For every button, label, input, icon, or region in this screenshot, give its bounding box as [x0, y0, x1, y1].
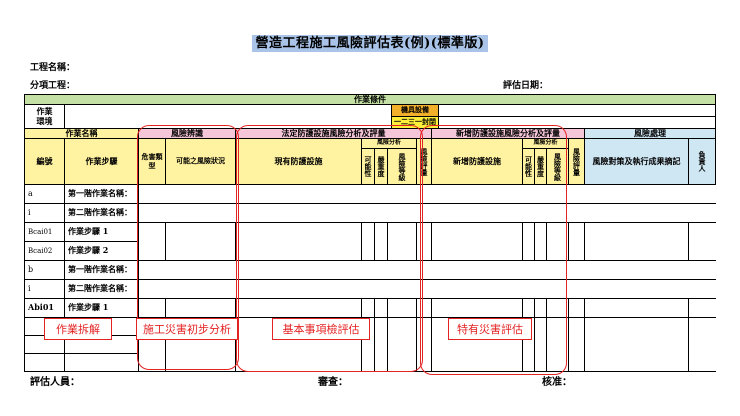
initial-analysis-outline — [137, 125, 239, 370]
special-hazard-label: 特有災害評估 — [448, 318, 532, 340]
column-divider — [522, 223, 523, 261]
risk-handling-header: 風險處理 — [585, 129, 716, 139]
column-divider — [546, 223, 547, 261]
row-step — [65, 336, 139, 354]
initial-analysis-label: 施工災害初步分析 — [136, 318, 238, 340]
column-divider — [688, 223, 689, 261]
row-step: 第二階作業名稱： — [65, 280, 139, 299]
column-divider — [374, 299, 375, 372]
row-code: a — [25, 185, 65, 204]
column-divider — [361, 223, 362, 261]
hazard-type-header: 危害類型 — [139, 139, 166, 185]
row-step: 第二階作業名稱： — [65, 204, 139, 223]
column-divider — [416, 223, 417, 261]
work-step-header: 作業步驟 — [65, 139, 139, 185]
column-divider — [584, 299, 585, 372]
new-protection-header: 新增防護設施風險分析及評量 — [432, 129, 585, 139]
risk-analysis-subheader-new: 風險分析 — [523, 139, 569, 149]
title-text: 營造工程施工風險評估表(例)(標準版) — [252, 35, 488, 52]
work-name-header: 作業名稱 — [25, 129, 139, 139]
code-header: 編號 — [25, 139, 65, 185]
column-divider — [387, 223, 388, 261]
row-divider — [139, 260, 716, 261]
column-divider — [165, 223, 166, 261]
risk-assessment-table: 作業條件 作業 環境 機具設備 一二三一封閉 作業名稱 風險辨識 法定防護設施風… — [24, 94, 716, 372]
column-divider — [568, 299, 569, 372]
equipment-value[interactable] — [439, 105, 716, 117]
row-step: 作業步驟 2 — [65, 242, 139, 261]
basic-check-outline — [236, 125, 423, 372]
row-code: Bcai01 — [25, 223, 65, 242]
row-code: i — [25, 280, 65, 299]
work-breakdown-label: 作業拆解 — [44, 318, 112, 340]
risk-analysis-subheader-legal: 風險分析 — [362, 139, 417, 149]
row-code: b — [25, 261, 65, 280]
severity-header-new: 嚴重度 — [535, 149, 547, 185]
column-divider — [584, 223, 585, 261]
approver-label: 核准： — [542, 377, 572, 388]
acceptable-header-new: 風險評量 — [569, 139, 585, 185]
basic-check-label: 基本事項檢評估 — [272, 318, 370, 340]
work-conditions-header: 作業條件 — [25, 95, 716, 105]
column-divider — [534, 299, 535, 372]
work-env-line2: 環境 — [36, 115, 53, 126]
column-divider — [416, 299, 417, 372]
equipment-tag: 機具設備 — [392, 105, 439, 117]
severity-header-legal: 嚴重度 — [375, 149, 388, 185]
possibility-header-new: 可能性 — [523, 149, 535, 185]
column-divider — [688, 299, 689, 372]
work-env-line1: 作業 — [36, 106, 53, 117]
possibility-header-legal: 可能性 — [362, 149, 375, 185]
existing-protection-header: 現有防護設施 — [236, 139, 362, 185]
row-divider — [139, 279, 716, 280]
row-code — [25, 336, 65, 354]
column-divider — [568, 223, 569, 261]
row-code: Bcai02 — [25, 242, 65, 261]
row-code — [25, 354, 65, 372]
row-step: 第一階作業名稱： — [65, 261, 139, 280]
row-step: 第一階作業名稱： — [65, 185, 139, 204]
row-code: i — [25, 204, 65, 223]
countermeasure-header: 風險對策及執行成果摘記 — [585, 139, 689, 185]
possible-risk-header: 可能之風險狀況 — [166, 139, 236, 185]
row-step — [65, 354, 139, 372]
row-divider — [139, 317, 716, 318]
work-environment-label: 作業 環境 — [25, 105, 65, 129]
column-divider — [534, 223, 535, 261]
page-title: 營造工程施工風險評估表(例)(標準版) — [0, 32, 740, 52]
subproject-label: 分項工程： — [30, 81, 76, 91]
enclosure-value[interactable] — [439, 117, 716, 129]
evaluation-date-label: 評估日期： — [503, 81, 549, 91]
row-step: 作業步驟 1 — [65, 299, 139, 318]
row-step: 作業步驟 1 — [65, 223, 139, 242]
column-divider — [546, 299, 547, 372]
responsible-header: 負責人 — [689, 139, 716, 185]
evaluator-label: 評估人員： — [30, 377, 80, 388]
column-divider — [431, 299, 432, 372]
risk-level-header-new: 風險等級 — [547, 149, 569, 185]
risk-level-header-legal: 風險等級 — [388, 149, 417, 185]
special-hazard-outline — [420, 125, 567, 375]
row-divider — [139, 298, 716, 299]
column-divider — [387, 299, 388, 372]
row-divider — [139, 203, 716, 204]
row-code: Abi01 — [25, 299, 65, 318]
row-divider — [139, 222, 716, 223]
column-divider — [431, 223, 432, 261]
new-measure-header: 新增防護設施 — [432, 139, 523, 185]
project-name-label: 工程名稱： — [30, 63, 76, 73]
reviewer-label: 審查： — [318, 377, 348, 388]
column-divider — [374, 223, 375, 261]
column-divider — [235, 223, 236, 261]
